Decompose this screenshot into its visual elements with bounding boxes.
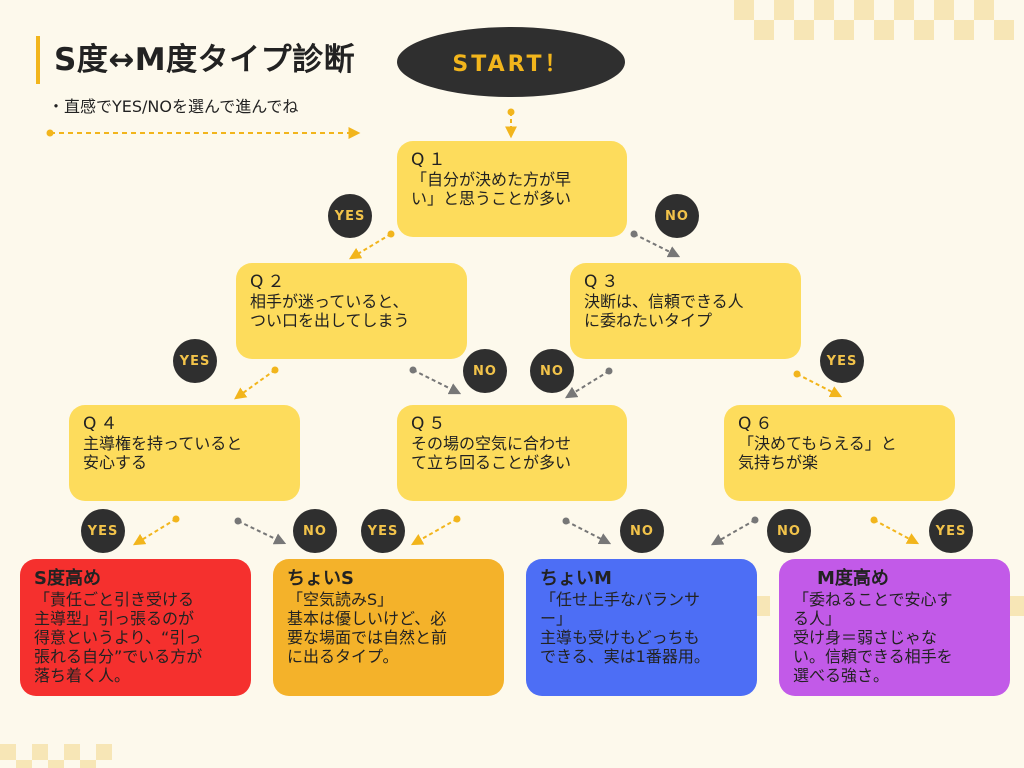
q1-no-arrow <box>633 233 681 258</box>
result-description: 基本は優しいけど、必 要な場面では自然と前 に出るタイプ。 <box>287 609 448 666</box>
result-title: ちょいS <box>287 568 354 589</box>
question-text: 決断は、信頼できる人 に委ねたいタイプ <box>584 292 744 330</box>
decor-square <box>854 0 874 20</box>
no-badge: NO <box>463 349 507 393</box>
decor-square <box>64 744 80 760</box>
result-subtitle: 「任せ上手なバランサ ー」 <box>540 590 701 628</box>
decor-square <box>754 20 774 40</box>
yes-badge: YES <box>81 509 125 553</box>
question-text: 相手が迷っていると、 つい口を出してしまう <box>250 292 410 330</box>
yes-badge: YES <box>328 194 372 238</box>
question-number: Q１ <box>411 150 450 170</box>
result-subtitle: 「責任ごと引き受ける 主導型」引っ張るのが 得意というより、“引っ 張れる自分”… <box>34 590 203 685</box>
question-text: 「自分が決めた方が早 い」と思うことが多い <box>411 170 572 208</box>
decor-square <box>934 0 954 20</box>
decor-square <box>774 0 794 20</box>
q2-yes-arrow <box>234 369 276 400</box>
question-number: Q３ <box>584 272 623 292</box>
decor-square <box>994 20 1014 40</box>
no-badge: NO <box>620 509 664 553</box>
result-s-high: S度高め 「責任ごと引き受ける 主導型」引っ張るのが 得意というより、“引っ 張… <box>20 559 251 696</box>
result-title: M度高め <box>817 568 889 589</box>
q5-no-arrow <box>565 520 612 545</box>
no-badge: NO <box>293 509 337 553</box>
q1-yes-arrow <box>348 233 392 260</box>
result-m-high: M度高め 「委ねることで安心す る人」 受け身＝弱さじゃな い。信頼できる相手を… <box>779 559 1010 696</box>
page-title: S度↔M度タイプ診断 <box>54 42 356 78</box>
decor-square <box>814 0 834 20</box>
q3-yes-arrow <box>796 373 843 398</box>
result-slight-m: ちょいM 「任せ上手なバランサ ー」 主導も受けもどっちも できる、実は1番器用… <box>526 559 757 696</box>
q6-yes-arrow <box>873 519 920 545</box>
decor-square <box>0 744 16 760</box>
decor-square <box>734 0 754 20</box>
question-box-q5: Q５ その場の空気に合わせ て立ち回ることが多い <box>397 405 627 501</box>
decor-square <box>954 20 974 40</box>
decor-square <box>914 20 934 40</box>
question-number: Q４ <box>83 414 122 434</box>
result-title: ちょいM <box>540 568 612 589</box>
decor-square <box>794 20 814 40</box>
decor-square <box>96 744 112 760</box>
q6-no-arrow <box>710 519 756 546</box>
question-box-q3: Q３ 決断は、信頼できる人 に委ねたいタイプ <box>570 263 801 359</box>
decor-square <box>874 20 894 40</box>
decor-square <box>32 744 48 760</box>
decor-square <box>834 20 854 40</box>
q4-yes-arrow <box>132 518 177 546</box>
question-box-q1: Q１ 「自分が決めた方が早 い」と思うことが多い <box>397 141 627 237</box>
decor-square <box>16 760 32 768</box>
result-subtitle: 「空気読みS」 <box>287 590 394 609</box>
result-description: 主導も受けもどっちも できる、実は1番器用。 <box>540 628 710 666</box>
yes-badge: YES <box>929 509 973 553</box>
question-box-q4: Q４ 主導権を持っていると 安心する <box>69 405 300 501</box>
instruction-text: ・直感でYES/NOを選んで進んでね <box>48 97 299 116</box>
question-text: 「決めてもらえる」と 気持ちが楽 <box>738 434 897 472</box>
question-box-q2: Q２ 相手が迷っていると、 つい口を出してしまう <box>236 263 467 359</box>
result-slight-s: ちょいS 「空気読みS」 基本は優しいけど、必 要な場面では自然と前 に出るタイ… <box>273 559 504 696</box>
q3-no-arrow <box>564 370 610 399</box>
yes-badge: YES <box>820 339 864 383</box>
question-text: その場の空気に合わせ て立ち回ることが多い <box>411 434 572 472</box>
decor-square <box>48 760 64 768</box>
result-subtitle: 「委ねることで安心す る人」 <box>793 590 953 628</box>
question-text: 主導権を持っていると 安心する <box>83 434 243 472</box>
result-description: 受け身＝弱さじゃな い。信頼できる相手を 選べる強さ。 <box>793 628 953 685</box>
decor-square <box>974 0 994 20</box>
start-node: START！ <box>397 27 625 97</box>
q4-no-arrow <box>237 520 287 545</box>
no-badge: NO <box>530 349 574 393</box>
decor-square <box>894 0 914 20</box>
yes-badge: YES <box>173 339 217 383</box>
q5-yes-arrow <box>410 518 458 546</box>
decor-square <box>80 760 96 768</box>
result-title: S度高め <box>34 568 101 589</box>
yes-badge: YES <box>361 509 405 553</box>
title-accent-bar <box>36 36 40 84</box>
question-number: Q２ <box>250 272 289 292</box>
question-box-q6: Q６ 「決めてもらえる」と 気持ちが楽 <box>724 405 955 501</box>
question-number: Q６ <box>738 414 777 434</box>
no-badge: NO <box>655 194 699 238</box>
q2-no-arrow <box>412 369 462 395</box>
question-number: Q５ <box>411 414 450 434</box>
no-badge: NO <box>767 509 811 553</box>
